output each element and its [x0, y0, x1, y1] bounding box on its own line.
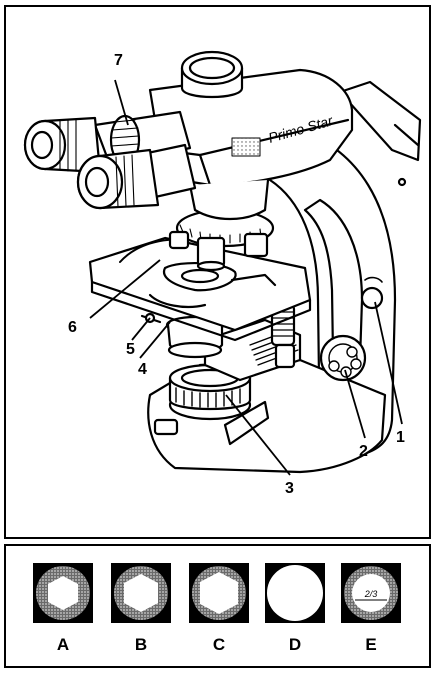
aperture-label-b: B — [134, 635, 148, 654]
aperture-panel-c — [189, 563, 249, 623]
callout-6: 6 — [68, 319, 77, 336]
aperture-e-fraction: 2/3 — [364, 589, 378, 599]
aperture-label-a: A — [56, 635, 70, 654]
callout-4: 4 — [138, 361, 147, 378]
ring-knurling — [175, 387, 241, 408]
aperture-panel-b — [111, 563, 171, 623]
base-switch — [153, 418, 179, 436]
microscope-illustration — [23, 50, 422, 474]
arm-screw — [397, 177, 407, 187]
aperture-panel-a — [33, 563, 93, 623]
leader-7 — [114, 79, 129, 126]
aperture-label-e: E — [365, 635, 377, 654]
stage-drive-lower — [274, 343, 296, 369]
base-slot — [223, 400, 270, 446]
callout-3: 3 — [285, 480, 294, 497]
leader-6 — [89, 259, 161, 319]
aperture-panel-d — [265, 563, 325, 623]
leader-2 — [344, 369, 366, 439]
bottom-panel-border — [4, 544, 431, 668]
fine-focus-knob — [360, 286, 384, 310]
leader-lines — [89, 79, 403, 476]
brand-plate — [231, 137, 261, 157]
carry-handle — [338, 80, 422, 162]
objective-right — [243, 232, 269, 258]
head-mount — [188, 178, 270, 220]
callout-5: 5 — [126, 341, 135, 358]
aperture-label-d: D — [288, 635, 302, 654]
aperture-panel-e — [341, 563, 401, 623]
objective-left — [168, 230, 190, 250]
callout-2: 2 — [359, 443, 368, 460]
top-panel-border — [4, 5, 431, 539]
callout-1: 1 — [396, 429, 405, 446]
callout-7: 7 — [114, 52, 123, 69]
leader-1 — [374, 301, 403, 425]
leader-4 — [139, 321, 171, 359]
leader-3 — [225, 394, 291, 476]
leader-5 — [131, 317, 151, 341]
aperture-label-c: C — [212, 635, 226, 654]
